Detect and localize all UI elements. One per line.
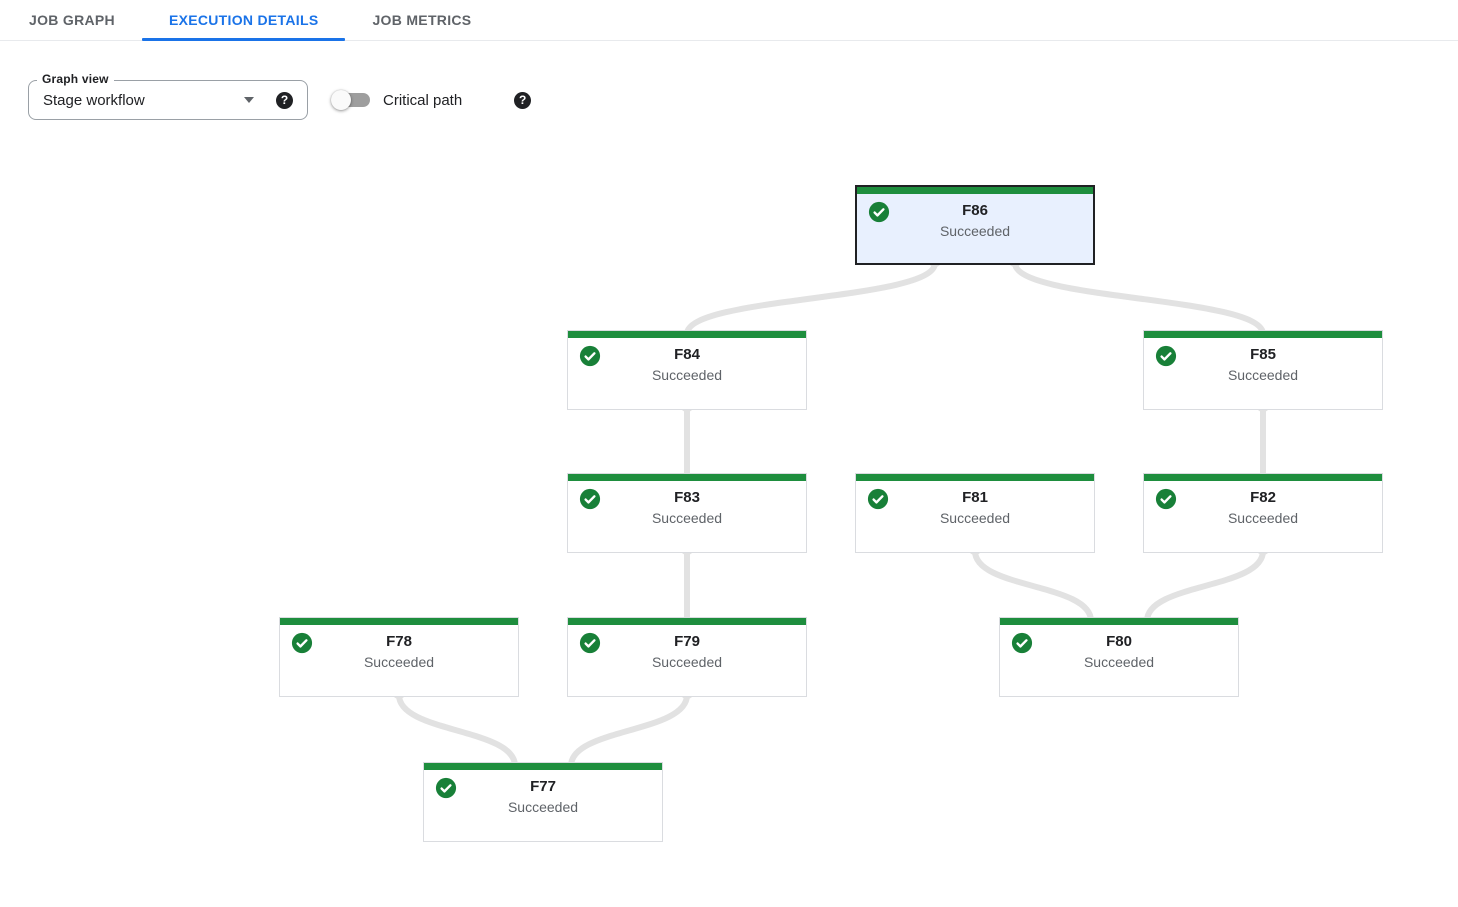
- stage-name: F84: [674, 346, 700, 363]
- critical-path-control: Critical path: [331, 90, 463, 110]
- stage-name: F78: [386, 633, 412, 650]
- stage-status: Succeeded: [939, 223, 1011, 239]
- check-circle-icon: [579, 488, 601, 510]
- stage-name: F80: [1106, 633, 1132, 650]
- stage-status: Succeeded: [1227, 367, 1299, 383]
- status-bar: [1000, 618, 1238, 625]
- check-circle-icon: [579, 345, 601, 367]
- check-circle-icon: [1155, 345, 1177, 367]
- graph-view-help-icon[interactable]: ?: [276, 91, 293, 109]
- stage-status: Succeeded: [1227, 510, 1299, 526]
- stage-status: Succeeded: [651, 367, 723, 383]
- stage-name: F81: [962, 489, 988, 506]
- tab-job-graph[interactable]: JOB GRAPH: [29, 12, 115, 28]
- stage-status: Succeeded: [1083, 654, 1155, 670]
- chevron-down-icon: [244, 97, 254, 103]
- status-bar: [857, 187, 1093, 194]
- status-bar: [280, 618, 518, 625]
- edge-f78-f77: [396, 694, 518, 767]
- status-bar: [424, 763, 662, 770]
- tab-job-metrics[interactable]: JOB METRICS: [372, 12, 472, 28]
- edge-f79-f77: [568, 694, 690, 767]
- graph-controls: Graph view Stage workflow ? Critical pat…: [28, 72, 1458, 120]
- check-circle-icon: [579, 632, 601, 654]
- job-tabs: JOB GRAPH EXECUTION DETAILS JOB METRICS: [0, 0, 1458, 41]
- stage-name: F79: [674, 633, 700, 650]
- stage-status: Succeeded: [651, 510, 723, 526]
- edge-f81-f80: [972, 550, 1094, 622]
- status-bar: [568, 618, 806, 625]
- edge-f86-f84: [684, 262, 938, 335]
- toggle-knob: [331, 90, 351, 110]
- stage-status: Succeeded: [507, 799, 579, 815]
- stage-status: Succeeded: [651, 654, 723, 670]
- graph-view-selected-value: Stage workflow: [43, 91, 145, 109]
- status-bar: [1144, 331, 1382, 338]
- graph-view-field-label: Graph view: [37, 72, 114, 86]
- check-circle-icon: [1011, 632, 1033, 654]
- status-bar: [568, 331, 806, 338]
- graph-view-select[interactable]: Graph view Stage workflow ?: [28, 72, 308, 120]
- edge-f82-f80: [1144, 550, 1266, 622]
- stage-status: Succeeded: [939, 510, 1011, 526]
- stage-name: F83: [674, 489, 700, 506]
- check-circle-icon: [867, 488, 889, 510]
- stage-name: F82: [1250, 489, 1276, 506]
- edge-f86-f85: [1012, 262, 1266, 335]
- status-bar: [568, 474, 806, 481]
- status-bar: [1144, 474, 1382, 481]
- stage-name: F86: [962, 202, 988, 219]
- check-circle-icon: [291, 632, 313, 654]
- critical-path-toggle[interactable]: [331, 90, 370, 110]
- check-circle-icon: [868, 201, 890, 223]
- status-bar: [856, 474, 1094, 481]
- check-circle-icon: [1155, 488, 1177, 510]
- stage-status: Succeeded: [363, 654, 435, 670]
- critical-path-help-icon[interactable]: ?: [514, 91, 532, 109]
- stage-name: F85: [1250, 346, 1276, 363]
- stage-name: F77: [530, 778, 556, 795]
- critical-path-label: Critical path: [383, 91, 463, 109]
- check-circle-icon: [435, 777, 457, 799]
- tab-execution-details[interactable]: EXECUTION DETAILS: [141, 0, 346, 41]
